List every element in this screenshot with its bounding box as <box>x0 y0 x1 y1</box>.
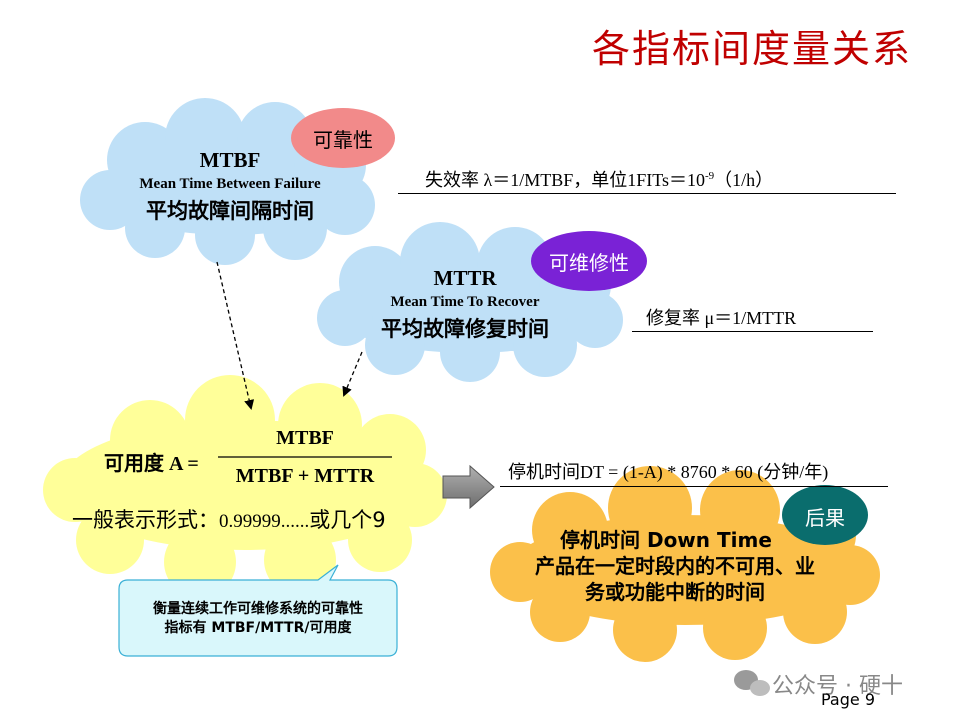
mttr-chinese: 平均故障修复时间 <box>381 317 549 341</box>
availability-form-prefix: 一般表示形式： <box>72 508 219 532</box>
consequence-badge: 后果 <box>805 506 845 530</box>
maintainability-badge-shape <box>531 231 647 291</box>
mttr-dashed-arrow <box>342 351 363 397</box>
availability-cloud <box>43 375 447 598</box>
downtime-rule <box>500 486 888 487</box>
availability-label: 可用度 A = <box>104 453 199 475</box>
mtbf-cloud <box>80 98 375 265</box>
consequence-description: 产品在一定时段内的不可用、业 务或功能中断的时间 <box>490 553 860 605</box>
consequence-line-2: 务或功能中断的时间 <box>585 580 765 604</box>
failure-rate-rule <box>398 193 896 194</box>
mtbf-abbr: MTBF <box>199 148 261 172</box>
consequence-cloud <box>490 466 880 662</box>
mttr-english: Mean Time To Recover <box>390 294 540 310</box>
failure-rate-suffix: （1/h） <box>714 170 774 190</box>
consequence-title-text: 停机时间 Down Time <box>560 528 772 552</box>
availability-denominator: MTBF + MTTR <box>235 465 375 487</box>
reliability-badge-shape <box>291 108 395 168</box>
mtbf-dashed-arrow <box>216 261 255 410</box>
wechat-icon <box>734 670 770 696</box>
availability-numerator: MTBF <box>276 427 334 449</box>
mtbf-text-group: MTBF Mean Time Between Failure 平均故障间隔时间 <box>90 148 370 225</box>
block-arrow <box>442 464 495 510</box>
availability-form: 一般表示形式：0.99999......或几个9 <box>72 504 386 534</box>
note-callout-shape <box>118 564 398 657</box>
mtbf-chinese: 平均故障间隔时间 <box>146 199 314 223</box>
note-callout: 衡量连续工作可维修系统的可靠性 指标有 MTBF/MTTR/可用度 <box>119 600 397 638</box>
note-line-2: 指标有 MTBF/MTTR/可用度 <box>164 620 352 636</box>
repair-rate-text: 修复率 μ＝1/MTTR <box>646 308 797 328</box>
mttr-text-group: MTTR Mean Time To Recover 平均故障修复时间 <box>340 266 590 343</box>
availability-form-value: 0.99999...... <box>219 511 310 532</box>
downtime-formula: 停机时间DT = (1-A) * 8760 * 60 (分钟/年) <box>508 462 829 482</box>
failure-rate-text: 失效率 λ＝1/MTBF，单位1FITs＝10-9（1/h） <box>425 166 773 192</box>
consequence-badge-shape <box>782 485 868 545</box>
mttr-cloud <box>317 222 623 382</box>
watermark: 公众号 · 硬十 <box>772 674 903 699</box>
failure-rate-exponent: -9 <box>705 170 715 182</box>
page-number: Page 9 <box>821 690 875 709</box>
repair-rate-rule <box>632 331 873 332</box>
consequence-line-1: 产品在一定时段内的不可用、业 <box>535 554 815 578</box>
maintainability-badge: 可维修性 <box>549 251 629 275</box>
availability-form-suffix: 或几个9 <box>309 508 386 532</box>
mttr-abbr: MTTR <box>433 266 497 290</box>
failure-rate-prefix: 失效率 λ＝1/MTBF，单位1FITs＝10 <box>425 170 705 190</box>
mtbf-english: Mean Time Between Failure <box>139 176 321 192</box>
reliability-badge: 可靠性 <box>313 128 373 152</box>
page-title: 各指标间度量关系 <box>591 27 912 71</box>
consequence-title: 停机时间 Down Time <box>560 524 772 553</box>
note-line-1: 衡量连续工作可维修系统的可靠性 <box>153 601 363 617</box>
